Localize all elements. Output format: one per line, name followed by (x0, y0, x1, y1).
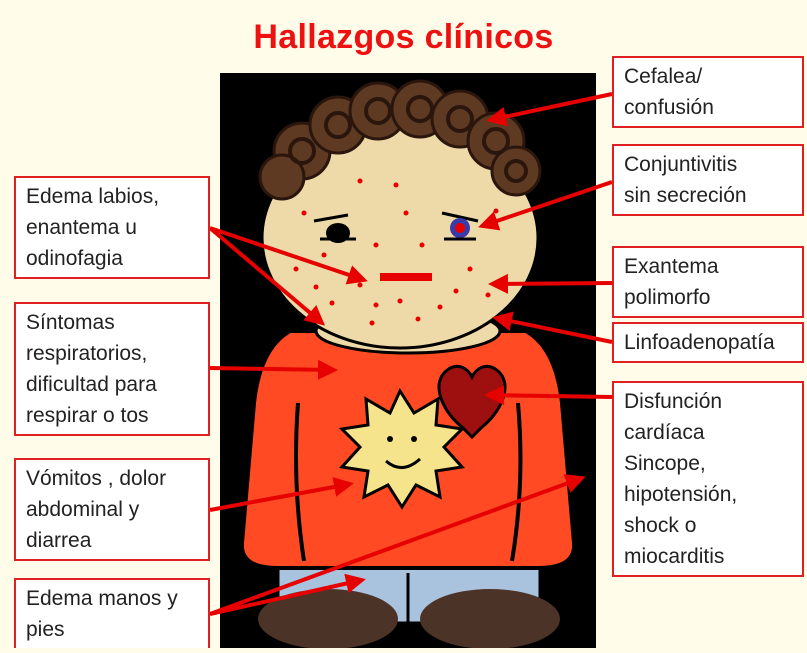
label-disfuncion: Disfunción cardíaca Sincope, hipotensión… (612, 381, 804, 577)
page-title: Hallazgos clínicos (253, 18, 554, 56)
child-illustration (220, 73, 596, 649)
arrow-cefalea (486, 92, 613, 127)
label-edema-manos: Edema manos y pies (14, 578, 210, 648)
mouth (380, 273, 432, 281)
label-conjuntivitis: Conjuntivitis sin secreción (612, 144, 804, 216)
arrow-vomitos (209, 477, 354, 512)
label-exantema: Exantema polimorfo (612, 246, 804, 318)
rash-spots (293, 178, 499, 326)
arrow-disfuncion (484, 385, 613, 406)
left-shoe (258, 589, 398, 649)
label-sintomas: Síntomas respiratorios, dificultad para … (14, 302, 210, 436)
label-cefalea: Cefalea/ confusión (612, 56, 804, 128)
sun-face (338, 387, 466, 510)
arrow-conjuntivitis (478, 180, 613, 231)
right-shoe (420, 589, 560, 649)
hair (258, 79, 542, 201)
arrow-manos-2 (209, 474, 586, 616)
label-edema-labios: Edema labios, enantema u odinofagia (14, 176, 210, 279)
arrow-linfoadenopatia (492, 311, 613, 344)
label-vomitos: Vómitos , dolor abdominal y diarrea (14, 458, 210, 561)
arrow-labios (209, 226, 368, 285)
arrow-manos (209, 573, 366, 616)
arrow-labios-2 (208, 226, 326, 326)
arrow-sintomas (209, 359, 338, 380)
label-linfoadenopatia: Linfoadenopatía (612, 322, 804, 363)
arrow-exantema (488, 273, 613, 294)
